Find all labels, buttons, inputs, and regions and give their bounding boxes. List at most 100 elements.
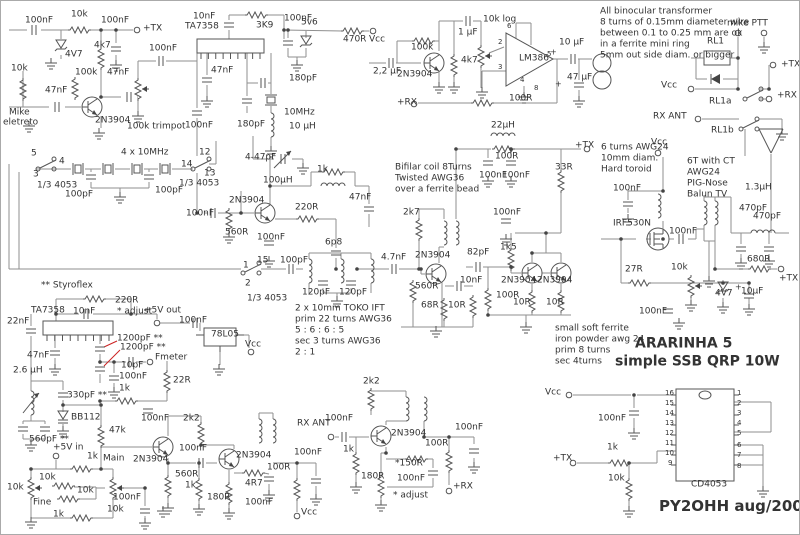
label: 100nF	[397, 474, 425, 484]
junction-dot	[54, 312, 58, 316]
label: 2.6 µH	[13, 366, 43, 376]
label: 68R	[421, 301, 439, 311]
label: 2	[245, 279, 251, 289]
label: 1k	[607, 443, 619, 453]
label: 100nF	[179, 444, 207, 454]
resistor-symbol	[224, 208, 234, 231]
resistor-symbol	[748, 264, 771, 274]
terminal-circle	[765, 95, 773, 103]
label: 33R	[555, 163, 573, 173]
label: 4V7	[715, 289, 733, 299]
potentiometer-arrow	[695, 283, 700, 289]
label: 10mm diam.	[601, 154, 658, 164]
resistor-symbol	[57, 494, 80, 504]
resistor-symbol	[18, 78, 28, 101]
transistor-arrow	[163, 450, 168, 455]
junction-dot	[486, 313, 490, 317]
potentiometer-symbol	[686, 275, 696, 298]
label: 2k2	[183, 414, 200, 424]
resistor-symbol	[412, 36, 435, 46]
resistor-symbol	[242, 468, 265, 478]
inductor-symbol	[443, 220, 448, 246]
switch-contact	[738, 126, 744, 132]
junction-dot	[530, 251, 534, 255]
label: 100nF	[479, 171, 507, 181]
resistor-symbol	[376, 475, 386, 498]
label: 3	[33, 170, 39, 180]
label: 1 µF	[458, 28, 478, 38]
junction-dot	[544, 231, 548, 235]
label: 470pF	[753, 212, 781, 222]
label: 10k	[11, 64, 28, 74]
label: Fine	[33, 498, 52, 508]
label: +TX	[143, 24, 162, 34]
label: 10k	[71, 10, 88, 20]
label: Twisted AWG36	[394, 174, 464, 184]
label: 120pF	[339, 288, 367, 298]
label: +	[550, 48, 557, 57]
resistor-symbol	[527, 290, 537, 313]
label: 10 µF	[559, 38, 584, 48]
inductor-symbol	[320, 182, 346, 187]
label: 1200pF **	[117, 334, 163, 344]
crystal-symbol	[133, 164, 141, 174]
label: 8	[737, 462, 741, 470]
label: 2,2 µF	[373, 67, 401, 77]
label: RX ANT	[297, 419, 331, 429]
label: 10nF	[73, 307, 95, 317]
label: 100R	[509, 94, 532, 104]
wire	[488, 46, 505, 54]
potentiometer-arrow	[485, 53, 490, 59]
junction-dot	[61, 403, 65, 407]
label: +	[735, 283, 742, 292]
label: 10k	[7, 483, 24, 493]
label: +RX	[453, 482, 473, 492]
label: small soft ferrite	[555, 324, 629, 334]
label: sec 3 turns AWG36	[295, 337, 381, 347]
label: ** Styroflex	[41, 281, 93, 291]
inductor-symbol	[750, 229, 776, 234]
terminal-circle	[760, 29, 768, 37]
label: TA7358	[184, 22, 219, 32]
label: 10	[665, 449, 674, 457]
label: simple SSB QRP 10W	[615, 354, 780, 370]
transistor-arrow	[229, 462, 234, 467]
label: PIG-Nose	[687, 179, 728, 189]
crystal-symbol	[266, 96, 276, 104]
label: 2N3904	[501, 276, 537, 286]
inductor-symbol	[370, 258, 375, 284]
label: 100nF	[598, 414, 626, 424]
inductor-symbol	[714, 200, 719, 226]
resistor-symbol	[196, 422, 206, 445]
label: 100k	[75, 68, 98, 78]
label: 10nF	[193, 12, 215, 22]
annotation-pointer	[103, 349, 121, 367]
label: 2	[737, 399, 741, 407]
junction-dot	[627, 461, 631, 465]
label: 2N3904	[397, 70, 433, 80]
potentiometer-symbol	[133, 78, 143, 101]
label: 1k	[87, 452, 99, 462]
resistor-symbol	[70, 513, 93, 523]
opamp-symbol	[505, 32, 555, 87]
label: 10R	[448, 301, 466, 311]
label: 100nF	[245, 498, 273, 508]
label: Fmeter	[155, 353, 188, 363]
potentiometer-symbol	[26, 477, 36, 500]
label: 14	[665, 409, 674, 417]
resistor-symbol	[408, 280, 418, 303]
resistor-symbol	[556, 170, 566, 193]
resistor-symbol	[483, 288, 493, 311]
label: 4	[737, 419, 742, 427]
label: 5	[547, 50, 551, 58]
label: 100nF	[325, 414, 353, 424]
resistor-symbol	[471, 98, 494, 108]
label: 7	[737, 451, 741, 459]
label: 6 turns AWG24	[601, 143, 669, 153]
resistor-symbol	[70, 77, 80, 100]
label: 10nF	[460, 276, 482, 286]
label: 10k	[107, 505, 124, 515]
label: 100nF	[113, 493, 141, 503]
label: 100nF	[613, 184, 641, 194]
